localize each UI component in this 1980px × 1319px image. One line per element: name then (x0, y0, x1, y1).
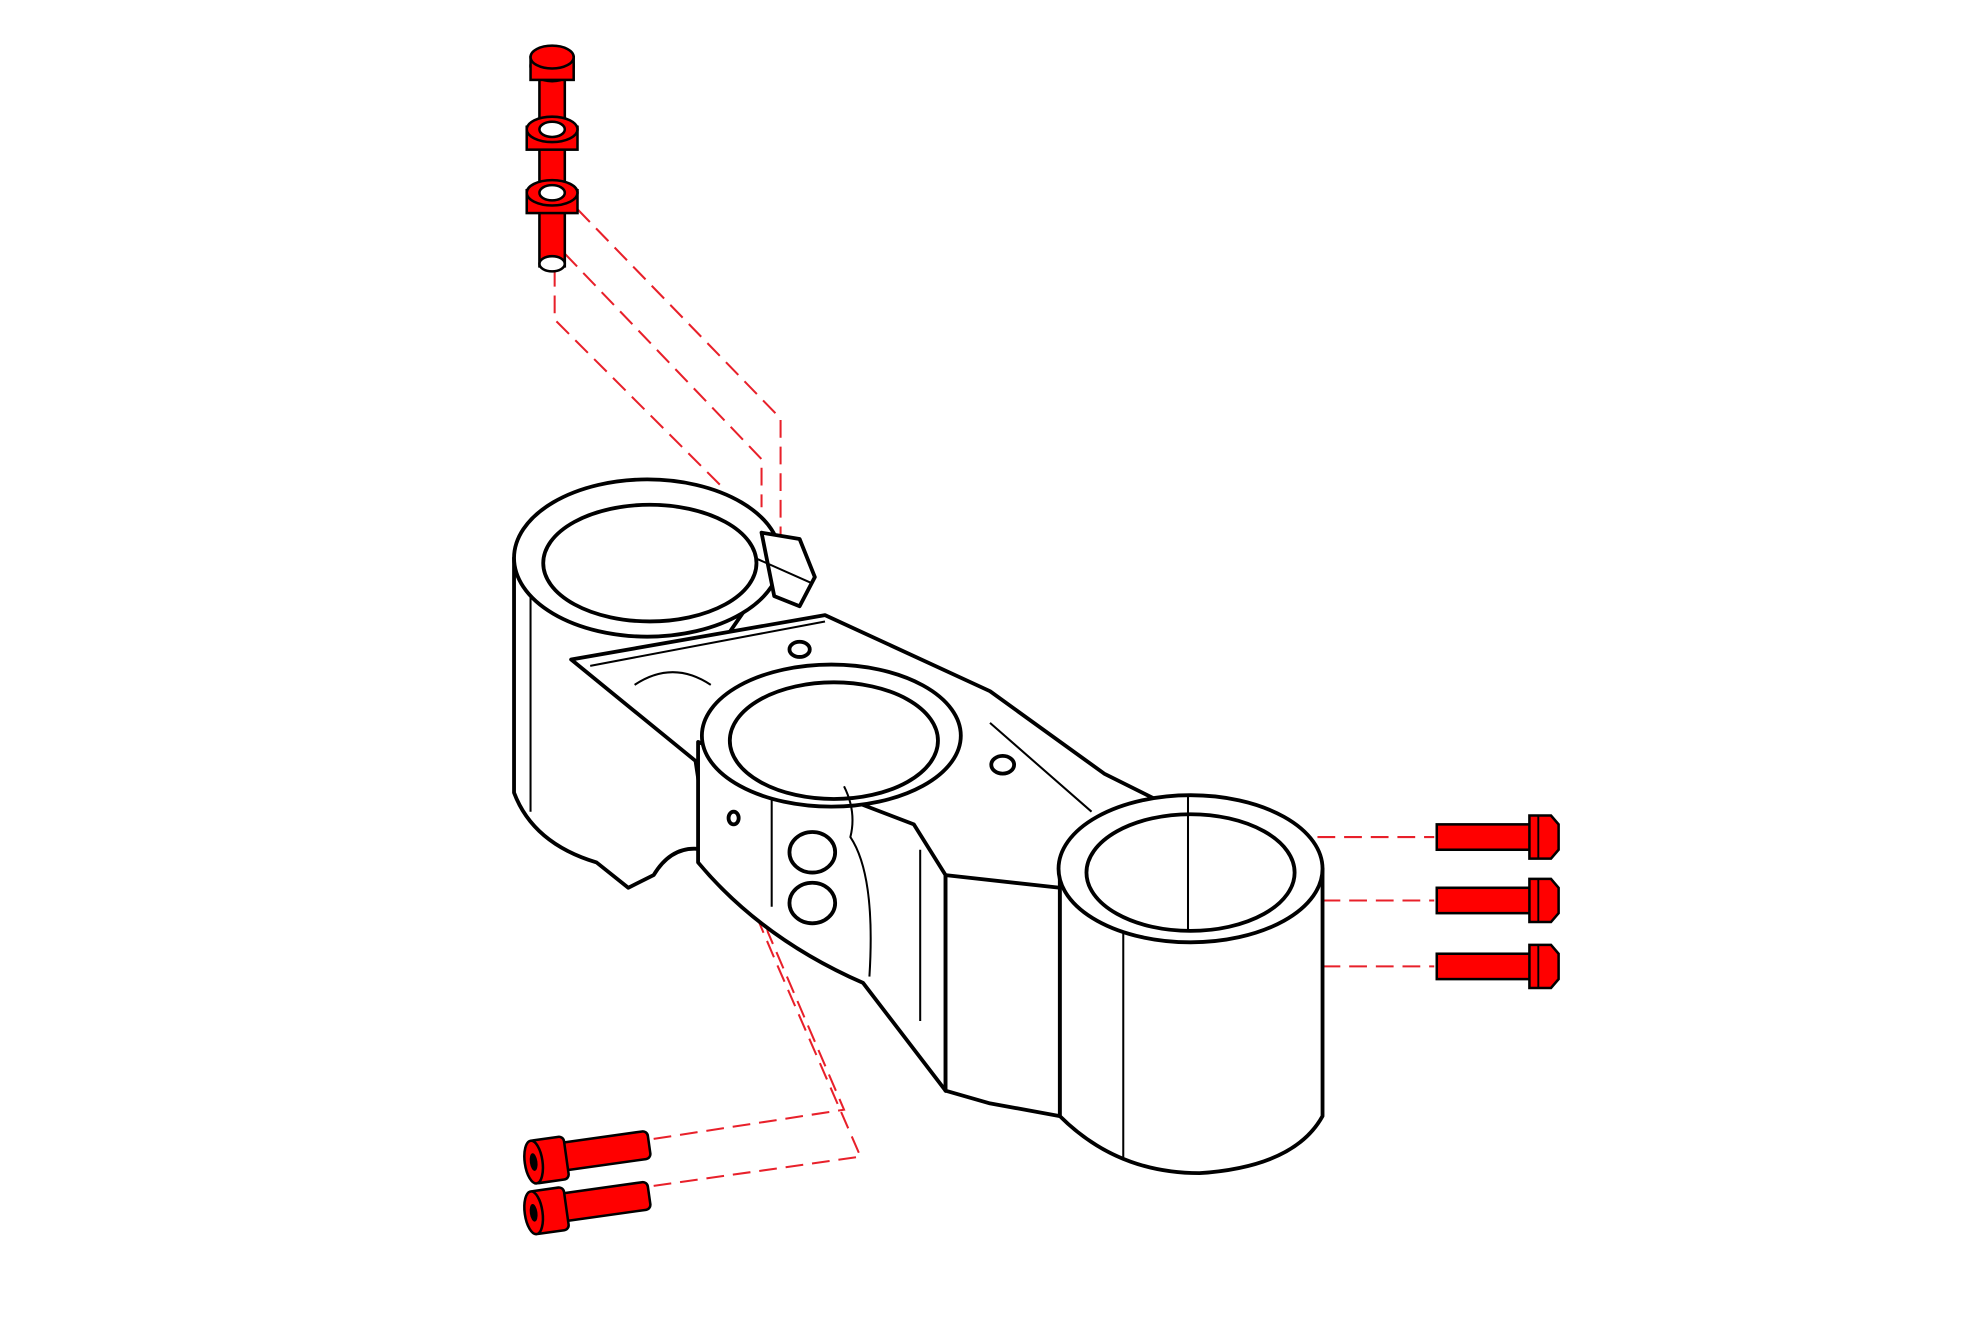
washer-2-hole (538, 183, 567, 202)
bolt-shank (1435, 886, 1534, 915)
bolt-head (1528, 943, 1560, 990)
stem-clamp-bolt-2 (523, 1180, 652, 1236)
bolt-head (1528, 814, 1560, 860)
top-pinch-bolt (525, 44, 579, 273)
bolt-shank (556, 1130, 652, 1172)
bolt-shank (1435, 952, 1534, 981)
guide-line-top-2 (564, 252, 763, 508)
mount-hole-1 (787, 639, 812, 659)
plate-fillet (590, 620, 1093, 813)
hex-socket-icon (529, 1153, 538, 1171)
guide-line-top-1 (576, 208, 782, 548)
bolt-head (1528, 877, 1560, 924)
right-fork-clamp-body (1057, 866, 1325, 1176)
mount-hole-3 (726, 809, 741, 827)
stem-bore (727, 680, 940, 801)
left-pinch-boss (759, 530, 817, 609)
triple-clamp-body (512, 477, 1325, 1176)
top-bolt-shank (538, 68, 567, 268)
left-clamp-slit (754, 557, 813, 585)
top-bolt-tip (538, 254, 567, 273)
top-bolt-head-top (529, 44, 575, 70)
left-clamp-bore (541, 502, 759, 624)
mount-hole-2 (989, 753, 1017, 776)
stem-clamp-bolts (523, 1130, 652, 1236)
stem-slit (843, 785, 872, 977)
stem-clamp-bolt-1 (523, 1130, 652, 1185)
stem-bolt-hole-upper (787, 830, 838, 875)
fork-clamp-bolt-1 (1435, 814, 1560, 860)
right-lower-section (943, 873, 1062, 1118)
stem-bolt-hole-lower (787, 880, 838, 926)
guide-line-top-3 (553, 268, 725, 490)
hex-socket-icon (529, 1203, 538, 1222)
washer-1-hole (538, 120, 567, 139)
fork-clamp-bolt-2 (1435, 877, 1560, 924)
right-clamp-bore (1084, 812, 1297, 933)
bolt-shank (1435, 823, 1534, 852)
fork-clamp-bolt-3 (1435, 943, 1560, 990)
fork-clamp-bolts (1435, 814, 1560, 990)
bolt-shank (556, 1180, 652, 1223)
